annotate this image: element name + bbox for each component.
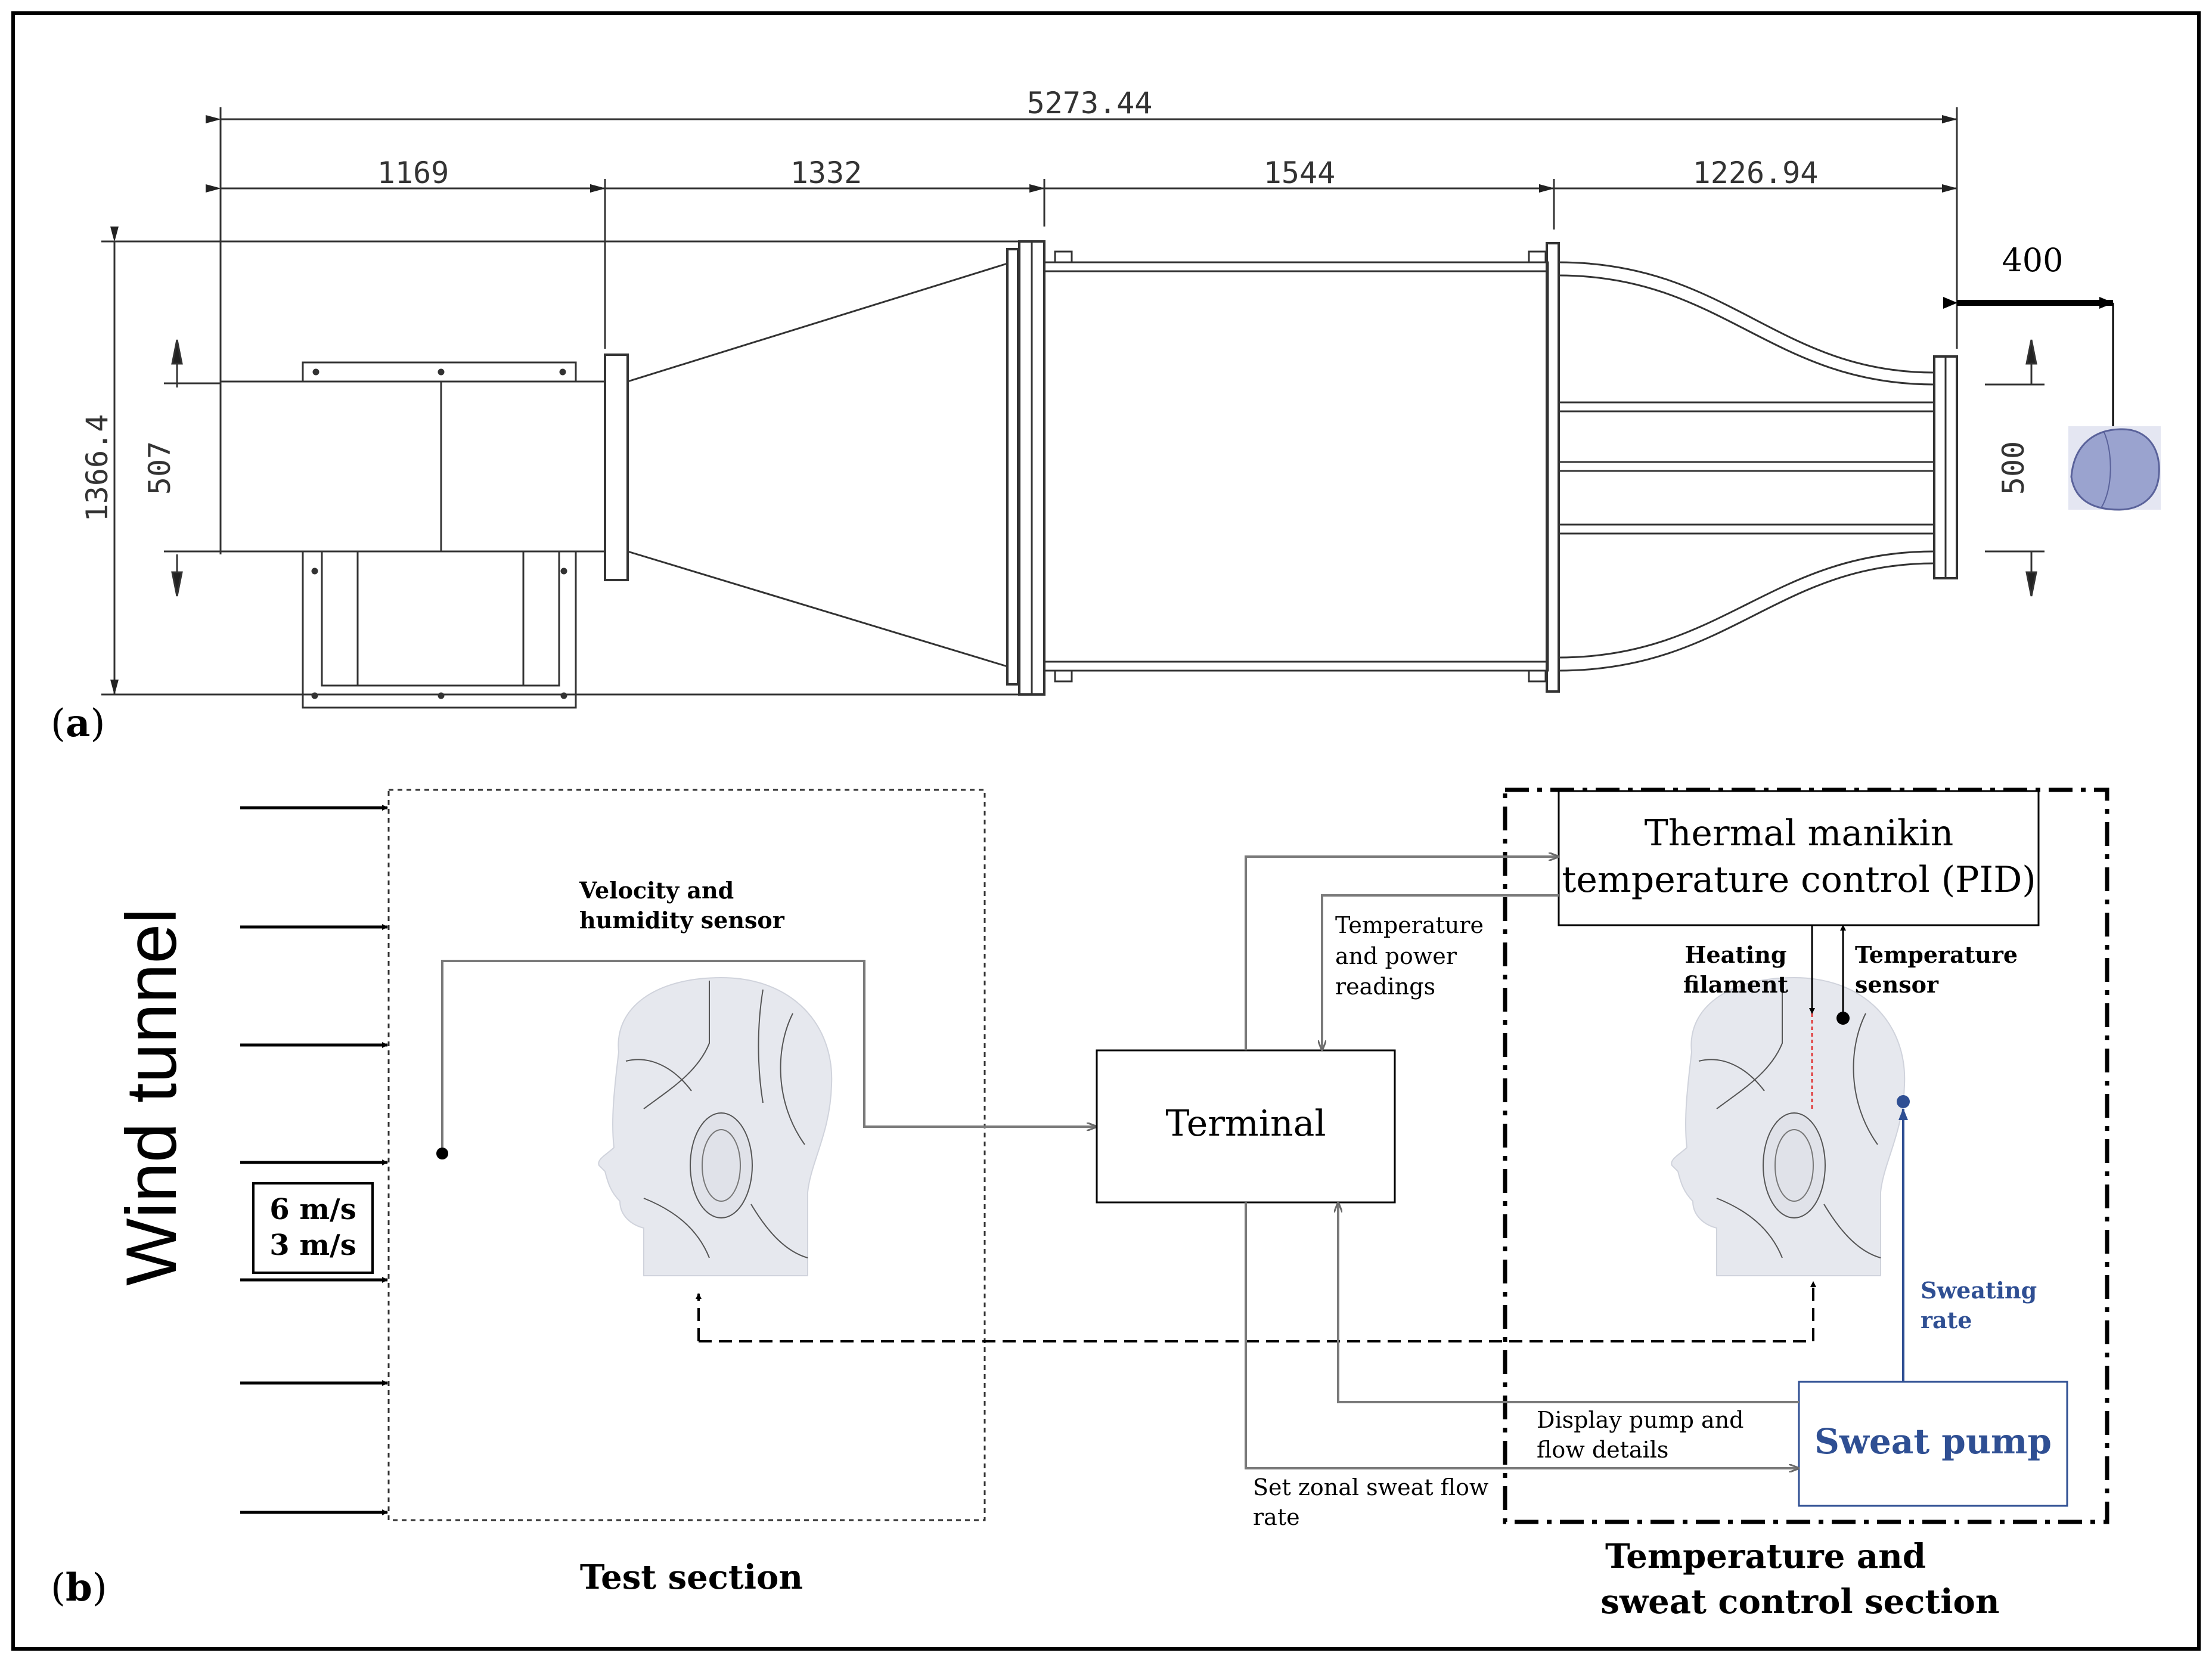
panel-a-label: (a) [51,701,105,746]
display-label-1: Display pump and [1537,1407,1744,1433]
speed-6: 6 m/s [269,1193,356,1226]
figure-border [11,11,2201,1651]
tsensor-label-1: Temperature [1855,941,2018,968]
readings-label-2: and power [1335,943,1457,969]
dim-gap: 400 [2002,241,2063,279]
readings-label-3: readings [1335,973,1435,1000]
tsensor-label-2: sensor [1855,971,1939,998]
test-section-title: Test section [580,1558,803,1597]
sensor-signal-line [441,960,1097,1154]
sweat-outlet-dot [1897,1095,1910,1108]
control-manikin-head [1671,976,1906,1276]
speed-box [252,1182,374,1274]
manikin-head-model [2068,426,2161,511]
pid-control-box [1558,790,2040,926]
pid-label-2: temperature control (PID) [1562,859,2036,901]
set-flow-line [1245,1202,1799,1468]
wind-tunnel-drawing [101,107,2114,709]
dim-seg3: 1544 [1264,156,1335,190]
terminal-to-pid-line [1245,857,1559,1050]
wind-arrows [240,805,388,1515]
panel-b-label: (b) [51,1565,107,1610]
temp-sensor-dot [1836,1012,1850,1025]
sensor-label-2: humidity sensor [579,907,785,934]
dim-seg1: 1169 [377,156,449,190]
control-section-title-2: sweat control section [1600,1582,1999,1621]
heating-label-1: Heating [1685,941,1787,968]
readings-line [1322,894,1559,1050]
terminal-box [1096,1049,1396,1204]
readings-label-1: Temperature [1335,912,1484,938]
test-section-box [387,789,986,1521]
sensor-label-1: Velocity and [579,877,734,904]
sweating-label-1: Sweating [1921,1277,2037,1304]
dim-height: 1366.4 [80,414,114,522]
control-section-box [1503,787,2109,1524]
dim-seg2: 1332 [790,156,862,190]
test-manikin-head [598,976,833,1276]
control-section-title-1: Temperature and [1605,1537,1926,1576]
dim-seg4: 1226.94 [1693,156,1819,190]
display-label-2: flow details [1537,1437,1668,1463]
terminal-label: Terminal [1165,1103,1326,1145]
speed-3: 3 m/s [269,1229,356,1262]
setflow-label-2: rate [1253,1504,1300,1530]
sweat-pump-box [1798,1381,2068,1507]
sweat-pump-label: Sweat pump [1814,1421,2052,1462]
dim-total: 5273.44 [1027,86,1153,120]
sensor-dot [436,1148,448,1159]
display-line [1338,1202,1799,1403]
heating-label-2: filament [1683,971,1789,998]
sweating-label-2: rate [1921,1307,1972,1334]
wind-tunnel-label: Wind tunnel [111,908,191,1286]
feedback-dashed-line [699,1281,1816,1342]
dim-inlet: 507 [142,441,177,495]
dim-outlet: 500 [1996,441,2031,495]
setflow-label-1: Set zonal sweat flow [1253,1474,1489,1500]
pid-label-1: Thermal manikin [1645,813,1953,854]
